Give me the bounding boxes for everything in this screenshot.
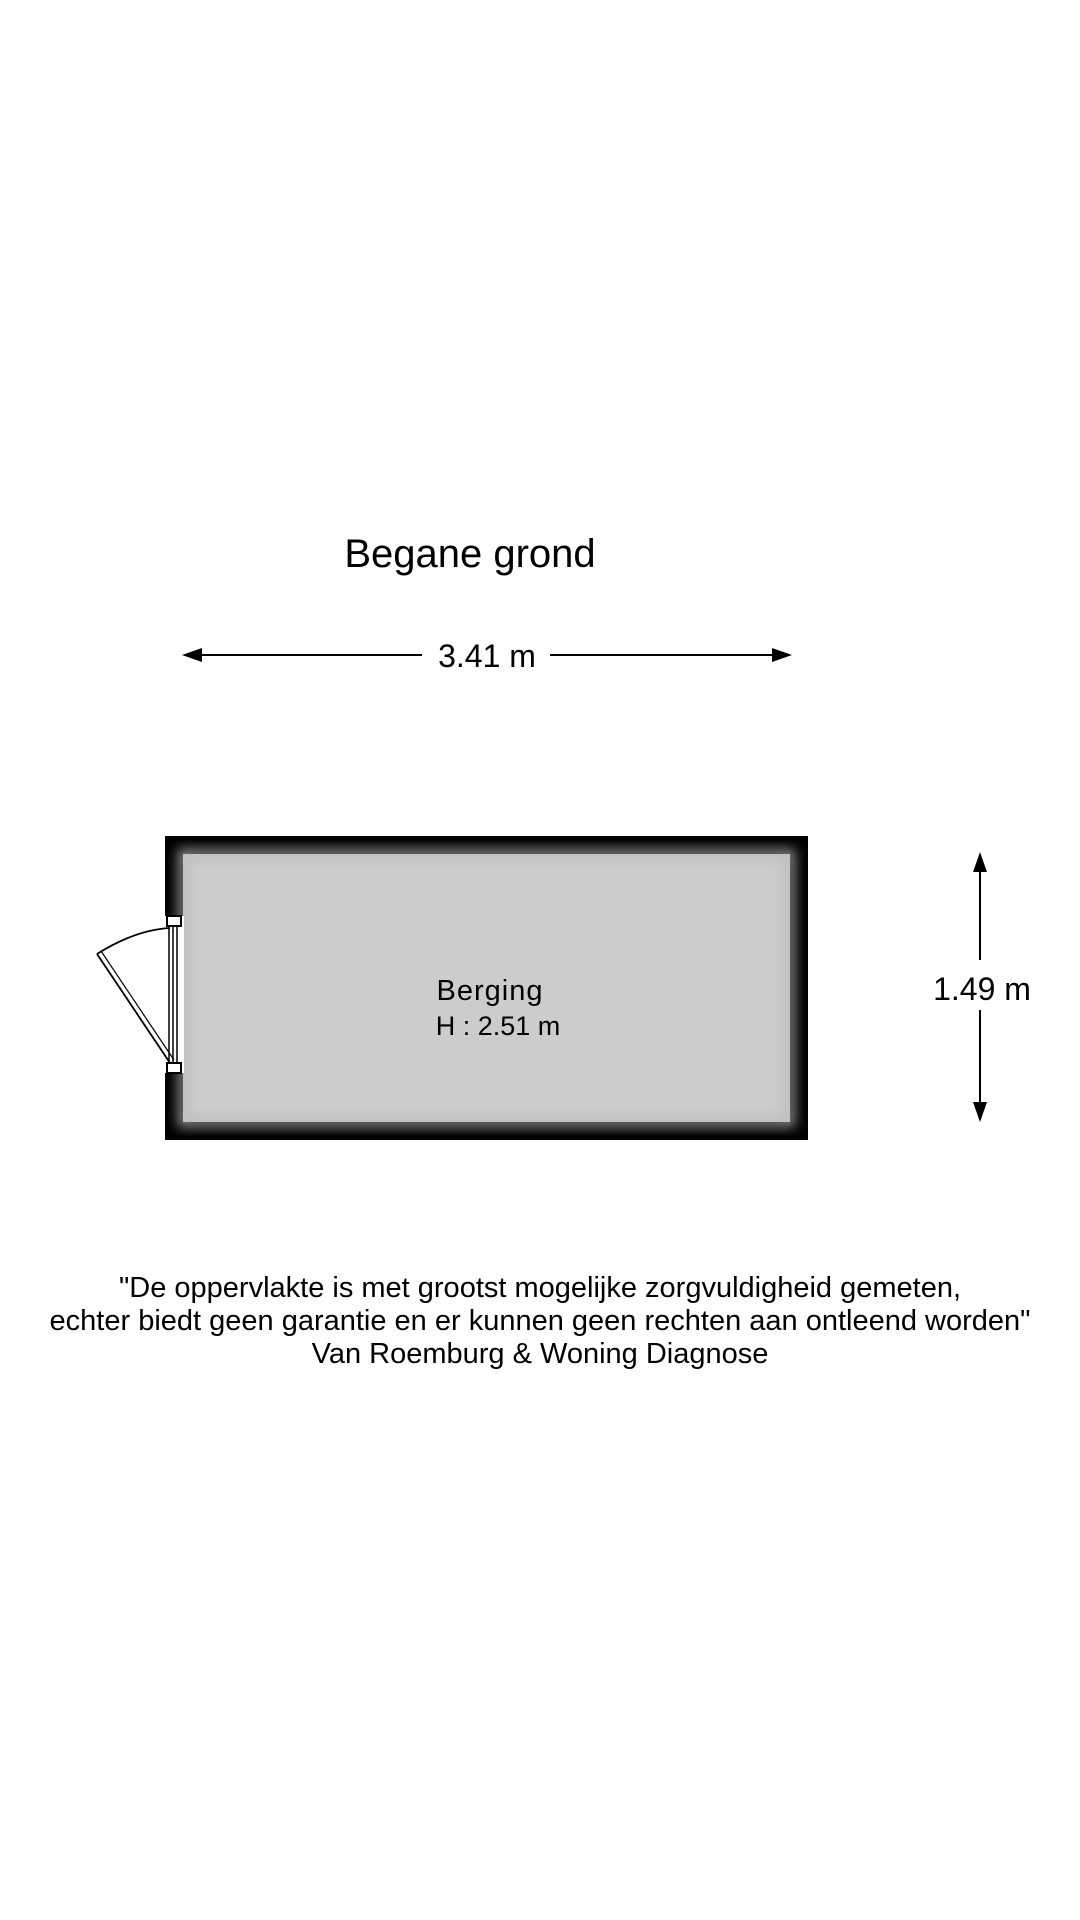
door-jamb-top	[166, 915, 182, 927]
width-dimension-label: 3.41 m	[438, 638, 536, 674]
depth-dimension: 1.49 m	[933, 852, 1031, 1122]
room-floor	[183, 854, 790, 1122]
arrow-up-icon	[973, 852, 987, 872]
room-name: Berging	[437, 975, 544, 1007]
arrow-down-icon	[973, 1102, 987, 1122]
arrow-left-icon	[182, 648, 202, 662]
width-dimension: 3.41 m	[182, 638, 792, 674]
disclaimer-line-3: Van Roemburg & Woning Diagnose	[311, 1338, 769, 1370]
disclaimer: "De oppervlakte is met grootst mogelijke…	[0, 1272, 1080, 1371]
room-height: H : 2.51 m	[436, 1011, 561, 1041]
door-swing-icon	[96, 927, 175, 1064]
room-berging: Berging H : 2.51 m	[96, 836, 808, 1140]
disclaimer-line-1: "De oppervlakte is met grootst mogelijke…	[118, 1272, 962, 1304]
disclaimer-line-2: echter biedt geen garantie en er kunnen …	[49, 1305, 1031, 1337]
arrow-right-icon	[772, 648, 792, 662]
floor-title: Begane grond	[344, 532, 595, 576]
door-jamb-bottom	[166, 1062, 182, 1074]
depth-dimension-label: 1.49 m	[933, 971, 1031, 1007]
